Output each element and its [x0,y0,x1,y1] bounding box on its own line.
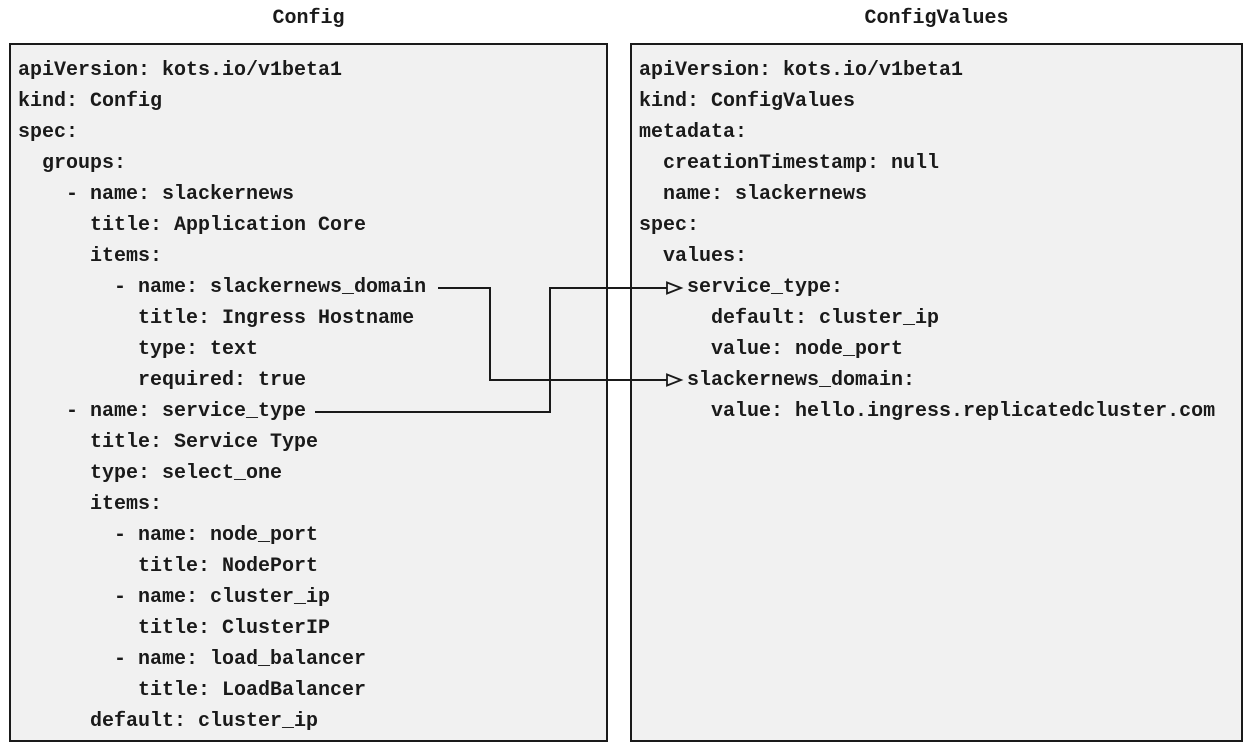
config-values-yaml-code: apiVersion: kots.io/v1beta1 kind: Config… [639,59,1216,423]
config-values-panel: apiVersion: kots.io/v1beta1 kind: Config… [630,43,1243,742]
config-values-panel-title: ConfigValues [864,7,1009,30]
config-panel: apiVersion: kots.io/v1beta1 kind: Config… [9,43,608,742]
config-yaml-code: apiVersion: kots.io/v1beta1 kind: Config… [18,59,427,733]
config-panel-title: Config [272,7,345,30]
